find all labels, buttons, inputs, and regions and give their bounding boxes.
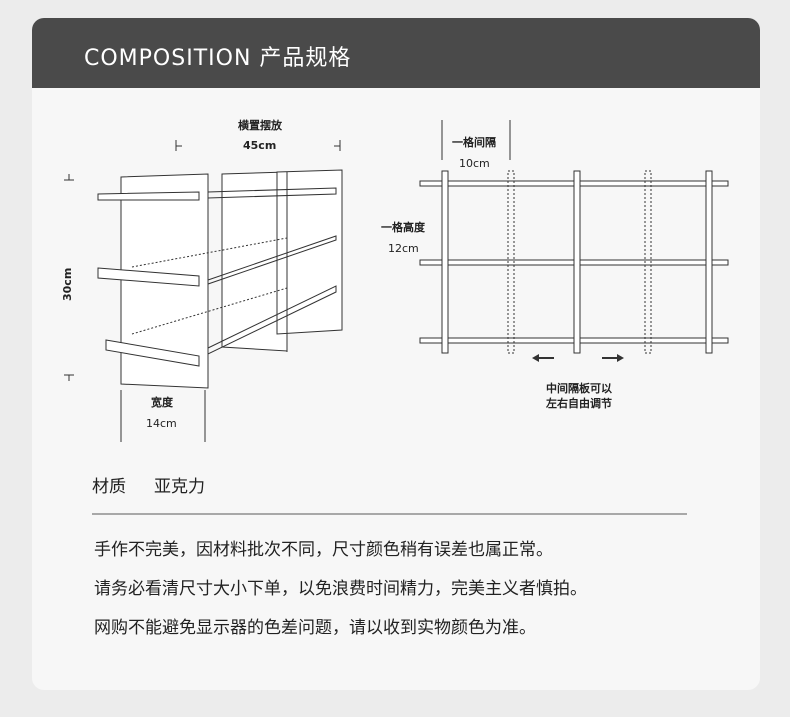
material-value: 亚克力 bbox=[154, 477, 205, 497]
shelf-diagrams bbox=[64, 120, 729, 442]
row-height-value: 12cm bbox=[388, 242, 419, 255]
width-value: 45cm bbox=[243, 139, 277, 152]
spacing-label: 一格间隔 bbox=[452, 136, 496, 149]
spacing-value: 10cm bbox=[459, 157, 490, 170]
depth-label: 宽度 bbox=[151, 396, 173, 409]
row-height-label: 一格高度 bbox=[381, 221, 425, 234]
note-line-1: 手作不完美，因材料批次不同，尺寸颜色稍有误差也属正常。 bbox=[94, 540, 553, 560]
height-value: 30cm bbox=[61, 267, 74, 301]
depth-value: 14cm bbox=[146, 417, 177, 430]
spec-header: COMPOSITION 产品规格 bbox=[32, 18, 760, 88]
spec-card: COMPOSITION 产品规格 bbox=[32, 18, 760, 690]
spec-title: COMPOSITION 产品规格 bbox=[84, 46, 352, 71]
shelf-front-drawing bbox=[419, 120, 729, 362]
material-label: 材质 bbox=[92, 477, 126, 497]
orientation-label: 横置摆放 bbox=[238, 119, 282, 132]
adjust-note-line2: 左右自由调节 bbox=[546, 397, 612, 410]
note-line-2: 请务必看清尺寸大小下单，以免浪费时间精力，完美主义者慎拍。 bbox=[94, 579, 587, 599]
shelf-3d-drawing bbox=[64, 140, 343, 442]
adjust-note-line1: 中间隔板可以 bbox=[546, 382, 612, 395]
note-line-3: 网购不能避免显示器的色差问题，请以收到实物颜色为准。 bbox=[94, 618, 536, 638]
divider bbox=[92, 513, 687, 515]
